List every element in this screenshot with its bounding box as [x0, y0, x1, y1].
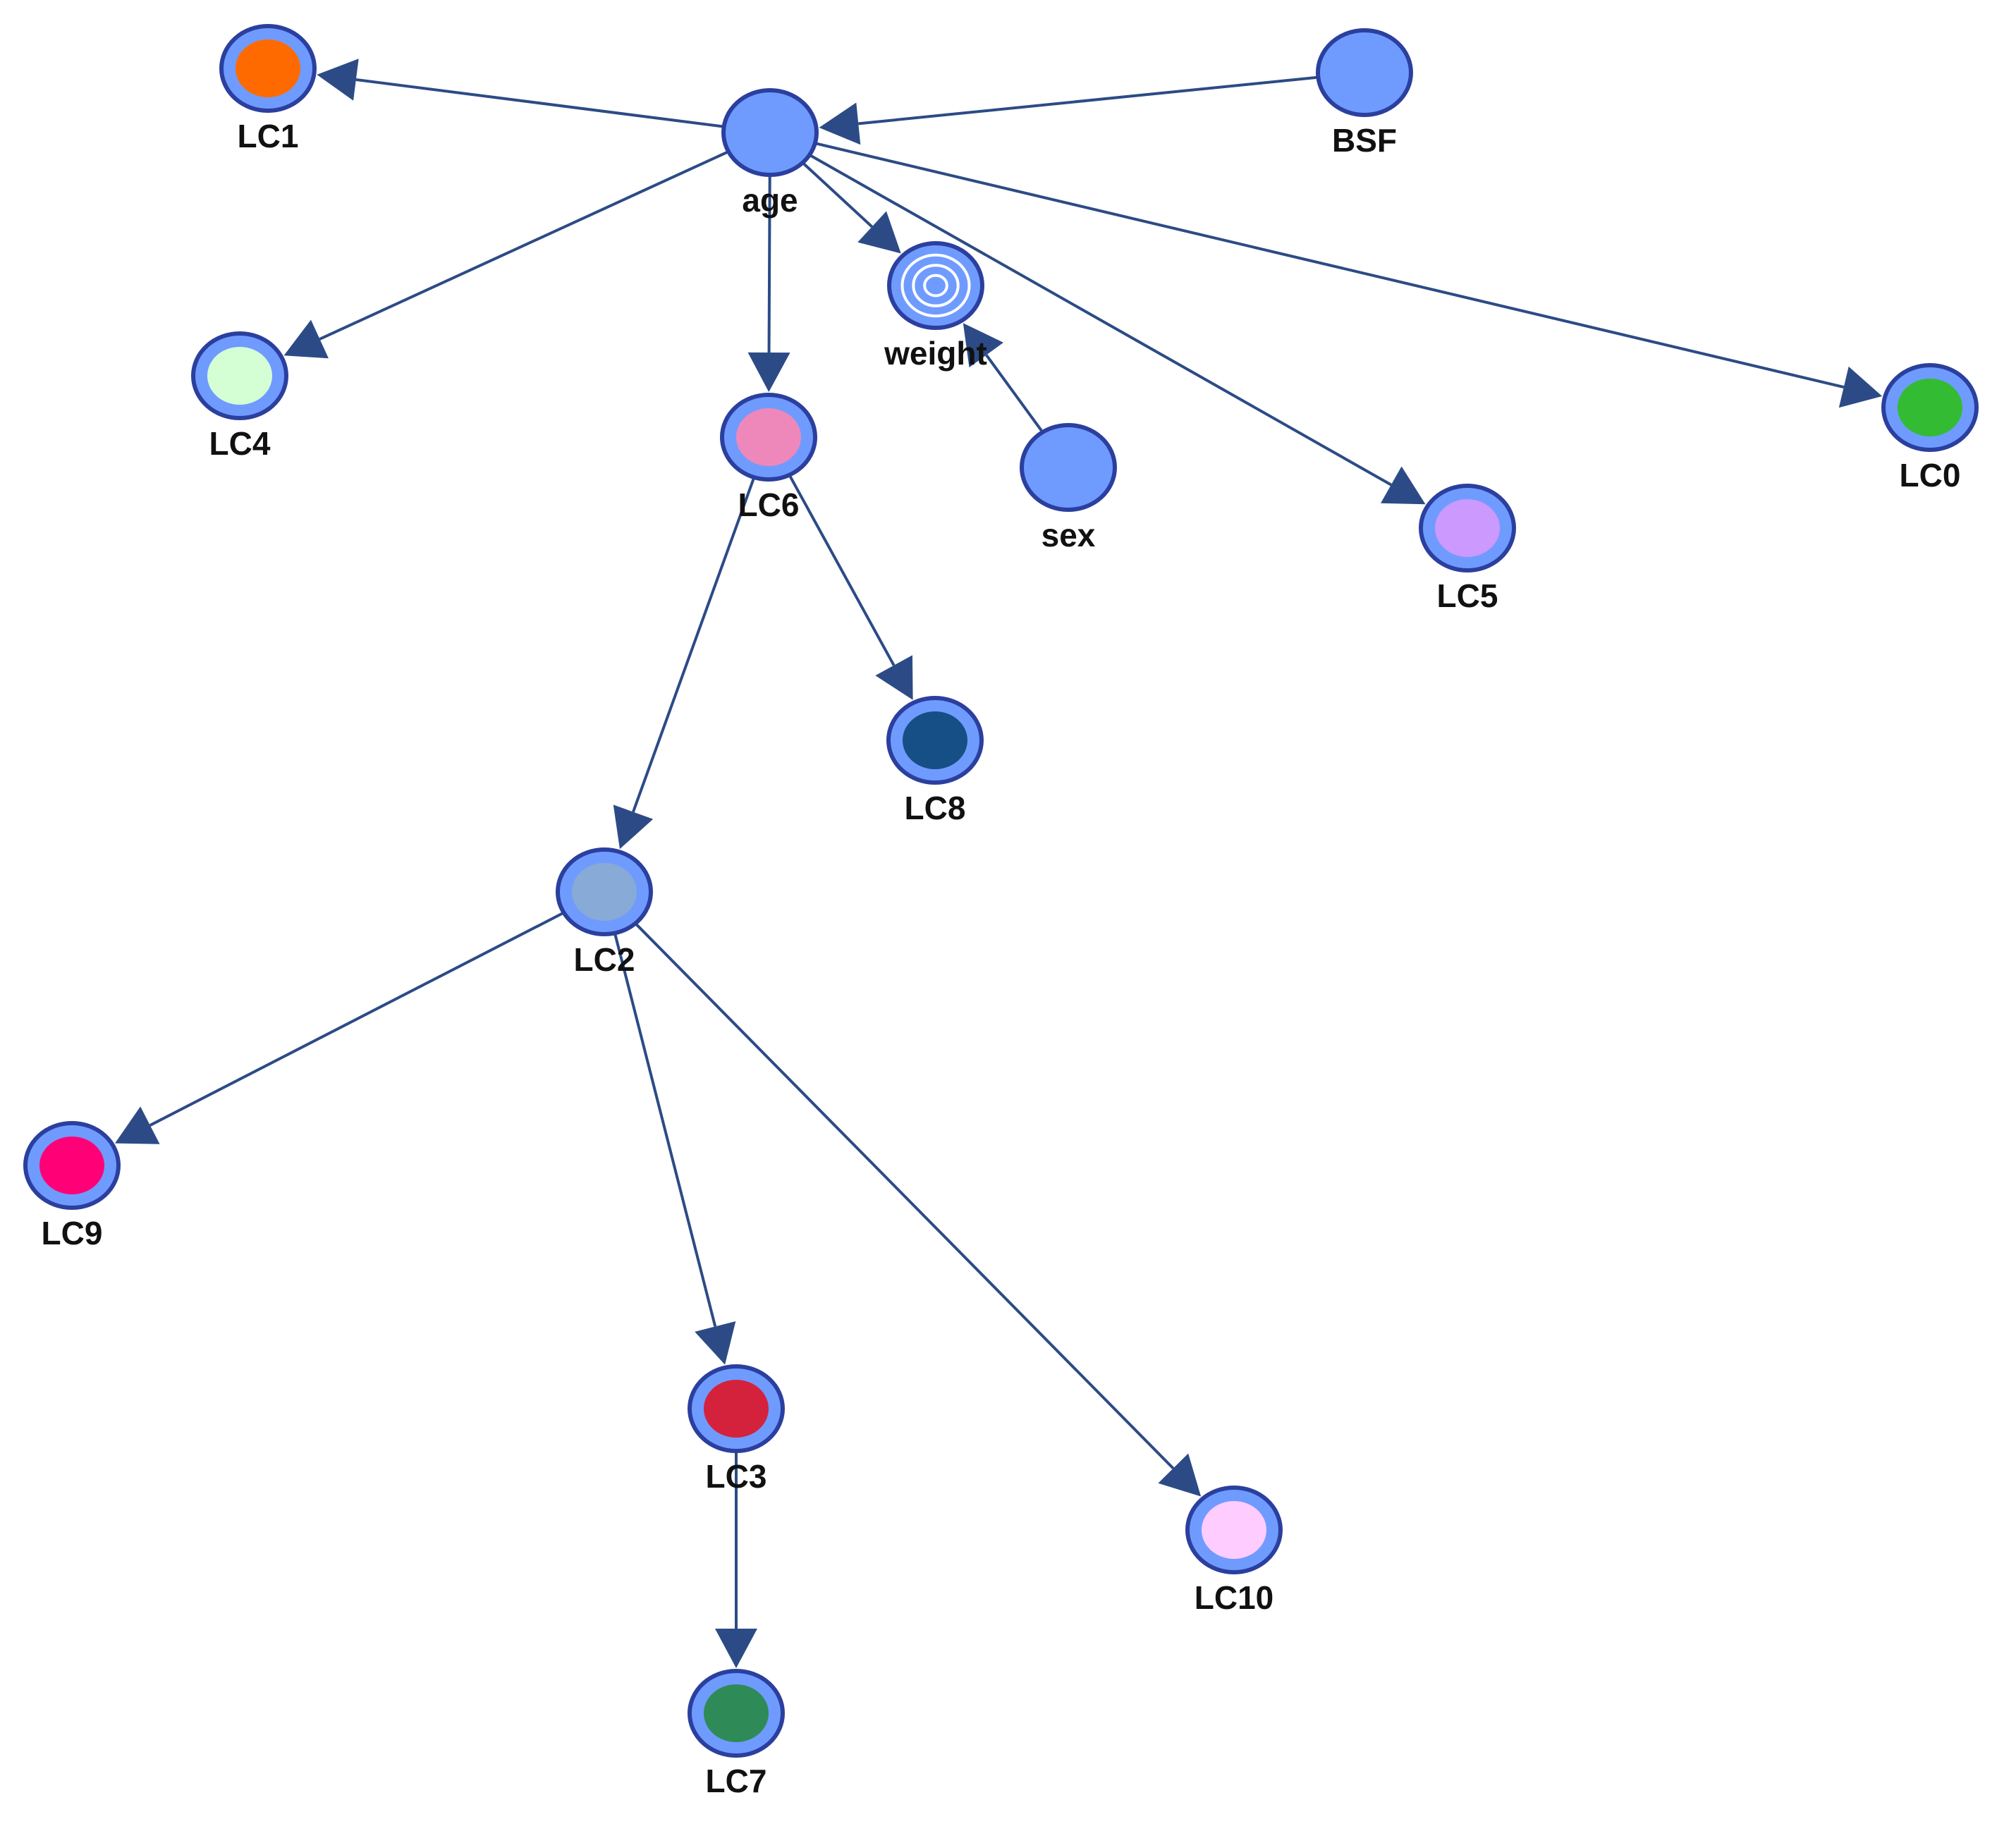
node-circle [1316, 28, 1413, 117]
edge-age-to-lc4 [283, 150, 729, 359]
edge-line [355, 78, 724, 128]
arrow-head-icon [1158, 1453, 1202, 1497]
edge-lc2-to-lc3 [613, 932, 736, 1365]
edge-age-to-lc1 [317, 59, 724, 128]
arrow-head-icon [1381, 466, 1426, 505]
node-inner-fill [1435, 499, 1500, 557]
node-label: LC10 [1195, 1579, 1273, 1616]
edge-line [319, 150, 729, 341]
node-label: LC6 [738, 486, 800, 523]
node-circle [1020, 423, 1117, 512]
node-inner-fill [736, 408, 801, 466]
edge-line [613, 932, 717, 1327]
node-label: LC2 [574, 941, 635, 978]
node-lc2[interactable]: LC2 [556, 847, 653, 978]
edge-lc2-to-lc10 [634, 922, 1202, 1497]
node-label: LC4 [209, 425, 271, 462]
node-lc8[interactable]: LC8 [886, 696, 984, 826]
node-age[interactable]: age [721, 88, 819, 219]
target-ring [912, 264, 960, 307]
node-label: LC9 [42, 1215, 103, 1251]
node-label: LC3 [706, 1458, 767, 1495]
node-inner-fill [207, 347, 272, 405]
target-ring [923, 274, 948, 298]
edge-lc3-to-lc7 [715, 1451, 757, 1668]
node-inner-fill [704, 1380, 769, 1438]
node-lc7[interactable]: LC7 [688, 1669, 785, 1799]
edge-line [634, 922, 1175, 1470]
node-bsf[interactable]: BSF [1316, 28, 1413, 159]
arrow-head-icon [283, 319, 329, 359]
arrow-head-icon [875, 655, 913, 700]
node-lc4[interactable]: LC4 [191, 331, 288, 462]
arrow-head-icon [695, 1321, 736, 1365]
edge-line [149, 911, 565, 1127]
node-lc6[interactable]: LC6 [720, 393, 817, 523]
node-lc9[interactable]: LC9 [23, 1121, 121, 1251]
node-inner-fill [1202, 1501, 1266, 1559]
arrow-head-icon [819, 102, 861, 145]
edges-layer [115, 59, 1883, 1668]
arrow-head-icon [857, 211, 901, 254]
edge-line [809, 154, 1392, 486]
node-inner-fill [572, 863, 637, 921]
edge-line [814, 142, 1845, 388]
node-lc0[interactable]: LC0 [1881, 363, 1979, 494]
node-label: BSF [1332, 122, 1397, 159]
edge-sex-to-weight [963, 323, 1044, 434]
node-label: LC8 [905, 790, 966, 826]
arrow-head-icon [613, 804, 654, 850]
arrow-head-icon [747, 352, 790, 393]
node-inner-fill [704, 1684, 769, 1742]
node-label: LC0 [1900, 457, 1961, 494]
arrow-head-icon [715, 1629, 757, 1668]
node-lc1[interactable]: LC1 [219, 24, 317, 154]
node-inner-fill [236, 39, 300, 97]
node-inner-fill [903, 711, 967, 769]
edge-line [985, 354, 1044, 434]
edge-line [801, 161, 873, 228]
node-label: LC7 [706, 1763, 767, 1799]
edge-lc6-to-lc2 [613, 477, 756, 850]
node-circle [721, 88, 819, 177]
node-weight[interactable]: weight [884, 241, 987, 372]
edge-lc6-to-lc8 [788, 474, 913, 700]
node-lc10[interactable]: LC10 [1185, 1486, 1283, 1616]
node-lc3[interactable]: LC3 [688, 1364, 785, 1495]
node-sex[interactable]: sex [1020, 423, 1117, 553]
node-label: weight [884, 335, 987, 372]
edge-line [788, 474, 896, 666]
edge-age-to-lc6 [747, 174, 790, 393]
edge-line [632, 477, 756, 813]
edge-lc2-to-lc9 [115, 911, 565, 1144]
node-label: LC1 [238, 118, 299, 154]
node-lc5[interactable]: LC5 [1419, 484, 1516, 614]
arrow-head-icon [963, 323, 1004, 368]
target-ring [900, 253, 971, 318]
arrow-head-icon [1838, 366, 1883, 408]
edge-age-to-weight [801, 161, 901, 254]
edge-age-to-lc0 [814, 142, 1883, 408]
arrow-head-icon [115, 1106, 160, 1144]
edge-line [767, 174, 771, 353]
node-label: LC5 [1437, 577, 1498, 614]
node-inner-fill [1898, 379, 1962, 436]
node-inner-fill [39, 1137, 104, 1194]
edge-bsf-to-age [819, 75, 1319, 145]
edge-age-to-lc5 [809, 154, 1426, 505]
edge-line [858, 75, 1319, 125]
arrow-head-icon [317, 59, 359, 101]
node-label: sex [1041, 517, 1096, 553]
node-label: age [742, 182, 798, 219]
